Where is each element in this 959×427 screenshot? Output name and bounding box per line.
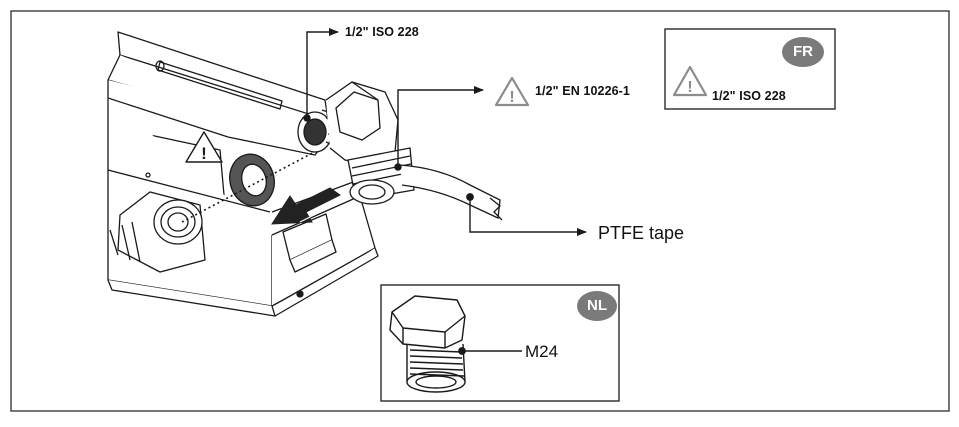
label-iso-228-top: 1/2" ISO 228	[345, 25, 419, 39]
elbow-fitting	[297, 81, 399, 166]
warning-triangle-icon: !	[672, 65, 708, 97]
callout-m24	[458, 347, 522, 355]
svg-text:!: !	[687, 79, 692, 96]
outer-frame	[10, 10, 950, 412]
svg-text:!: !	[201, 144, 207, 163]
label-m24: M24	[525, 342, 559, 361]
inlet-fitting	[109, 191, 206, 273]
nl-badge	[577, 291, 617, 321]
warning-triangle-icon: !	[494, 76, 530, 107]
m24-nut-fitting	[389, 295, 466, 393]
callout-ptfe	[466, 193, 587, 236]
svg-text:!: !	[509, 89, 514, 106]
arrow-icon	[271, 187, 341, 225]
callout-iso-top	[303, 28, 339, 122]
fr-badge-text: FR	[793, 43, 813, 60]
fr-badge	[782, 37, 824, 67]
label-ptfe-tape: PTFE tape	[598, 223, 685, 243]
warning-triangle-icon: !	[185, 131, 223, 163]
washer	[229, 153, 275, 207]
nl-badge-text: NL	[587, 297, 607, 314]
fr-label-iso-228: 1/2" ISO 228	[712, 89, 786, 103]
alignment-line	[181, 147, 323, 223]
label-en-10226-1: 1/2" EN 10226-1	[535, 84, 630, 98]
callout-en	[394, 86, 484, 171]
ptfe-tape-ribbon	[399, 164, 503, 221]
